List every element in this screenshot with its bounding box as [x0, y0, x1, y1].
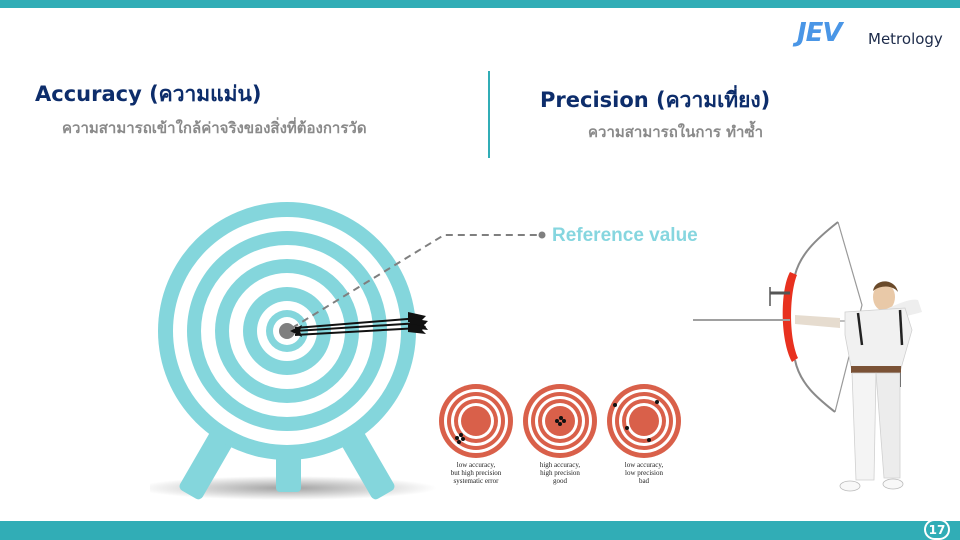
example-caption: high accuracy, high precision good — [539, 461, 581, 485]
main-target-illustration — [150, 202, 546, 500]
archer-illustration — [693, 221, 922, 492]
callout-dot — [538, 231, 546, 239]
section-divider — [488, 71, 490, 158]
logo-mark: JEV — [797, 18, 843, 48]
bullseye-center — [279, 323, 295, 339]
accuracy-description: ความสามารถเข้าใกล้ค่าจริงของสิ่งที่ต้องก… — [62, 119, 367, 137]
example-high-accuracy-high-precision: high accuracy, high precision good — [520, 383, 600, 485]
target-rings-icon — [158, 202, 416, 460]
shot-cluster — [455, 433, 465, 444]
example-low-accuracy-low-precision: low accuracy, low precision bad — [604, 383, 684, 485]
bottom-accent-bar — [0, 521, 960, 540]
arrows-icon — [290, 312, 428, 337]
example-target-icon — [607, 384, 681, 458]
top-accent-bar — [0, 0, 960, 8]
precision-heading: Precision (ความเที่ยง) — [540, 88, 771, 112]
page-number-badge: 17 — [924, 519, 950, 540]
example-target-icon — [439, 384, 513, 458]
logo-wordmark: Metrology — [868, 30, 943, 48]
accuracy-heading: Accuracy (ความแม่น) — [35, 82, 262, 106]
example-caption: low accuracy, low precision bad — [624, 461, 664, 485]
callout-leader-line — [291, 234, 540, 329]
accuracy-precision-examples: low accuracy, but high precision systema… — [436, 383, 690, 488]
reference-value-label: Reference value — [552, 225, 698, 246]
example-target-icon — [523, 384, 597, 458]
example-caption: low accuracy, but high precision systema… — [450, 461, 502, 485]
shot-cluster — [555, 416, 566, 426]
precision-description: ความสามารถในการ ทำซ้ำ — [588, 123, 764, 141]
shot-scatter — [613, 400, 659, 442]
company-logo: JEV Metrology — [797, 18, 947, 52]
example-low-accuracy-high-precision: low accuracy, but high precision systema… — [436, 383, 516, 485]
